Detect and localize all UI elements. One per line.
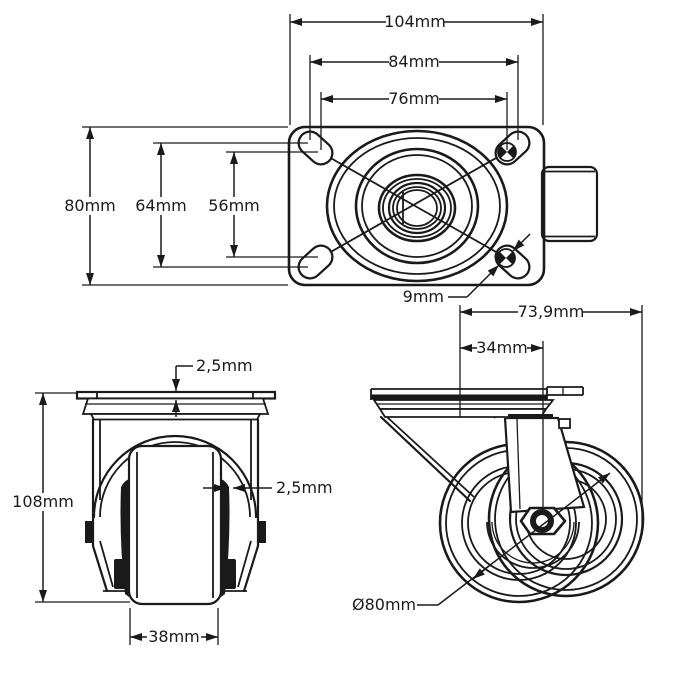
front-plate: [75, 390, 277, 400]
hole-diameter-leader: [448, 233, 531, 298]
hub-arc-outer: [486, 521, 580, 569]
bolt-hole-circle-bottom-right: [496, 248, 516, 268]
swivel-race-rings: [325, 129, 509, 283]
dim-label-wheel-width: 38mm: [148, 627, 200, 646]
dim-label-overall-length: 104mm: [384, 12, 446, 31]
front-view-dimensions: 108mm 2,5mm 2,5mm 38mm: [12, 356, 333, 646]
dim-label-swivel-offset: 34mm: [476, 338, 528, 357]
dim-label-total-offset: 73,9mm: [518, 302, 585, 321]
wheel-seen-from-top: [540, 165, 599, 243]
side-swivel-turntable: [372, 399, 555, 418]
front-wheel: [127, 444, 223, 606]
dim-label-hole-spacing-84: 84mm: [388, 52, 440, 71]
front-view-caster: 108mm 2,5mm 2,5mm 38mm: [12, 356, 333, 646]
dim-label-overall-width: 80mm: [64, 196, 116, 215]
dim-label-fork-thickness: 2,5mm: [276, 478, 333, 497]
diagonal-cross-lines: [312, 147, 513, 263]
dim-label-hole-spacing-64: 64mm: [135, 196, 187, 215]
side-plate: [370, 386, 584, 400]
fork-leading-edge-inner: [386, 416, 475, 498]
dim-label-hole-spacing-56: 56mm: [208, 196, 260, 215]
dim-label-plate-thickness: 2,5mm: [196, 356, 253, 375]
tire-shading-right: [221, 479, 230, 597]
dim-label-hole-spacing-76: 76mm: [388, 89, 440, 108]
side-view-dimensions: 73,9mm 34mm: [459, 302, 643, 528]
hub-arc-inner: [491, 521, 575, 564]
top-view-extension-lines: [82, 14, 544, 286]
side-fork-leg: [493, 407, 586, 514]
tire-shading-left: [120, 479, 129, 597]
dim-label-overall-height: 108mm: [12, 492, 74, 511]
side-view-caster: Ø80mm 73,9mm 34mm: [352, 302, 645, 614]
dim-label-hole-diameter: 9mm: [403, 287, 444, 306]
fork-leading-edge: [379, 415, 472, 503]
dim-label-wheel-diameter: Ø80mm: [352, 595, 416, 614]
top-view-mounting-plate: 104mm 84mm 76mm 80mm 64mm 56mm 9mm: [63, 12, 599, 306]
wheel-diameter-callout: Ø80mm: [352, 472, 611, 614]
